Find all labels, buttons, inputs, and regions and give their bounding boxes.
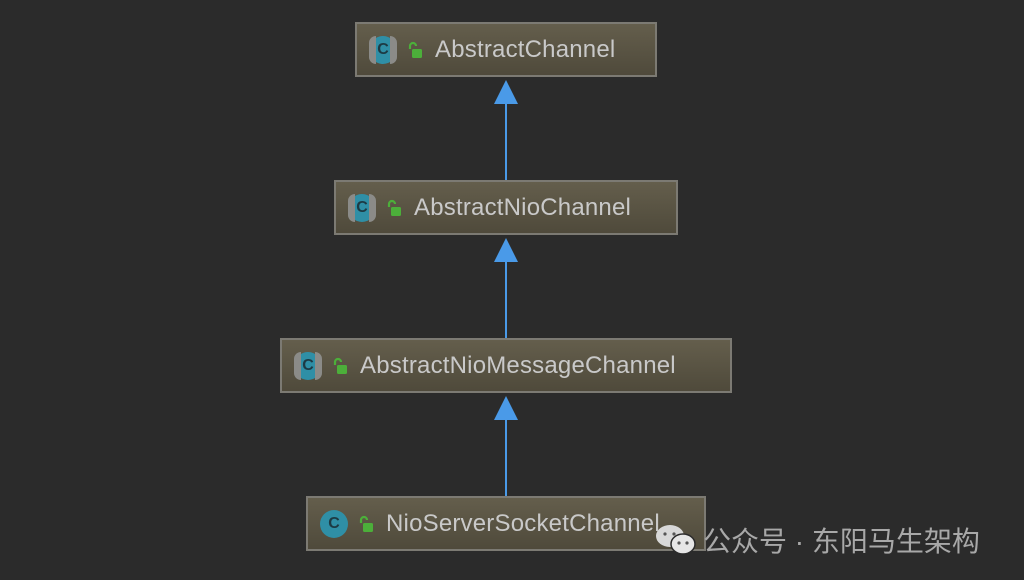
class-node-abstract-nio-message-channel[interactable]: C AbstractNioMessageChannel xyxy=(280,338,732,393)
wechat-icon xyxy=(656,525,696,555)
abstract-class-icon: C xyxy=(348,193,376,222)
class-icon: C xyxy=(320,509,348,538)
watermark-text: 公众号 · 东阳马生架构 xyxy=(703,526,980,557)
class-node-abstract-nio-channel[interactable]: C AbstractNioChannel xyxy=(334,180,678,235)
class-name: AbstractChannel xyxy=(435,35,616,63)
abstract-class-icon: C xyxy=(369,35,397,64)
class-name: AbstractNioChannel xyxy=(414,193,632,221)
public-lock-icon xyxy=(408,41,422,58)
arrowhead-n1 xyxy=(494,80,518,104)
public-lock-icon xyxy=(333,357,347,374)
public-lock-icon xyxy=(387,199,401,216)
watermark: 公众号 · 东阳马生架构 xyxy=(655,520,980,560)
edge-n2-n1 xyxy=(505,100,507,180)
class-name: NioServerSocketChannel xyxy=(386,509,660,537)
edge-n3-n2 xyxy=(505,258,507,338)
class-node-nio-server-socket-channel[interactable]: C NioServerSocketChannel xyxy=(306,496,706,551)
class-name: AbstractNioMessageChannel xyxy=(360,351,676,379)
class-node-abstract-channel[interactable]: C AbstractChannel xyxy=(355,22,657,77)
arrowhead-n3 xyxy=(494,396,518,420)
arrowhead-n2 xyxy=(494,238,518,262)
edge-n4-n3 xyxy=(505,416,507,496)
abstract-class-icon: C xyxy=(294,351,322,380)
public-lock-icon xyxy=(359,515,373,532)
